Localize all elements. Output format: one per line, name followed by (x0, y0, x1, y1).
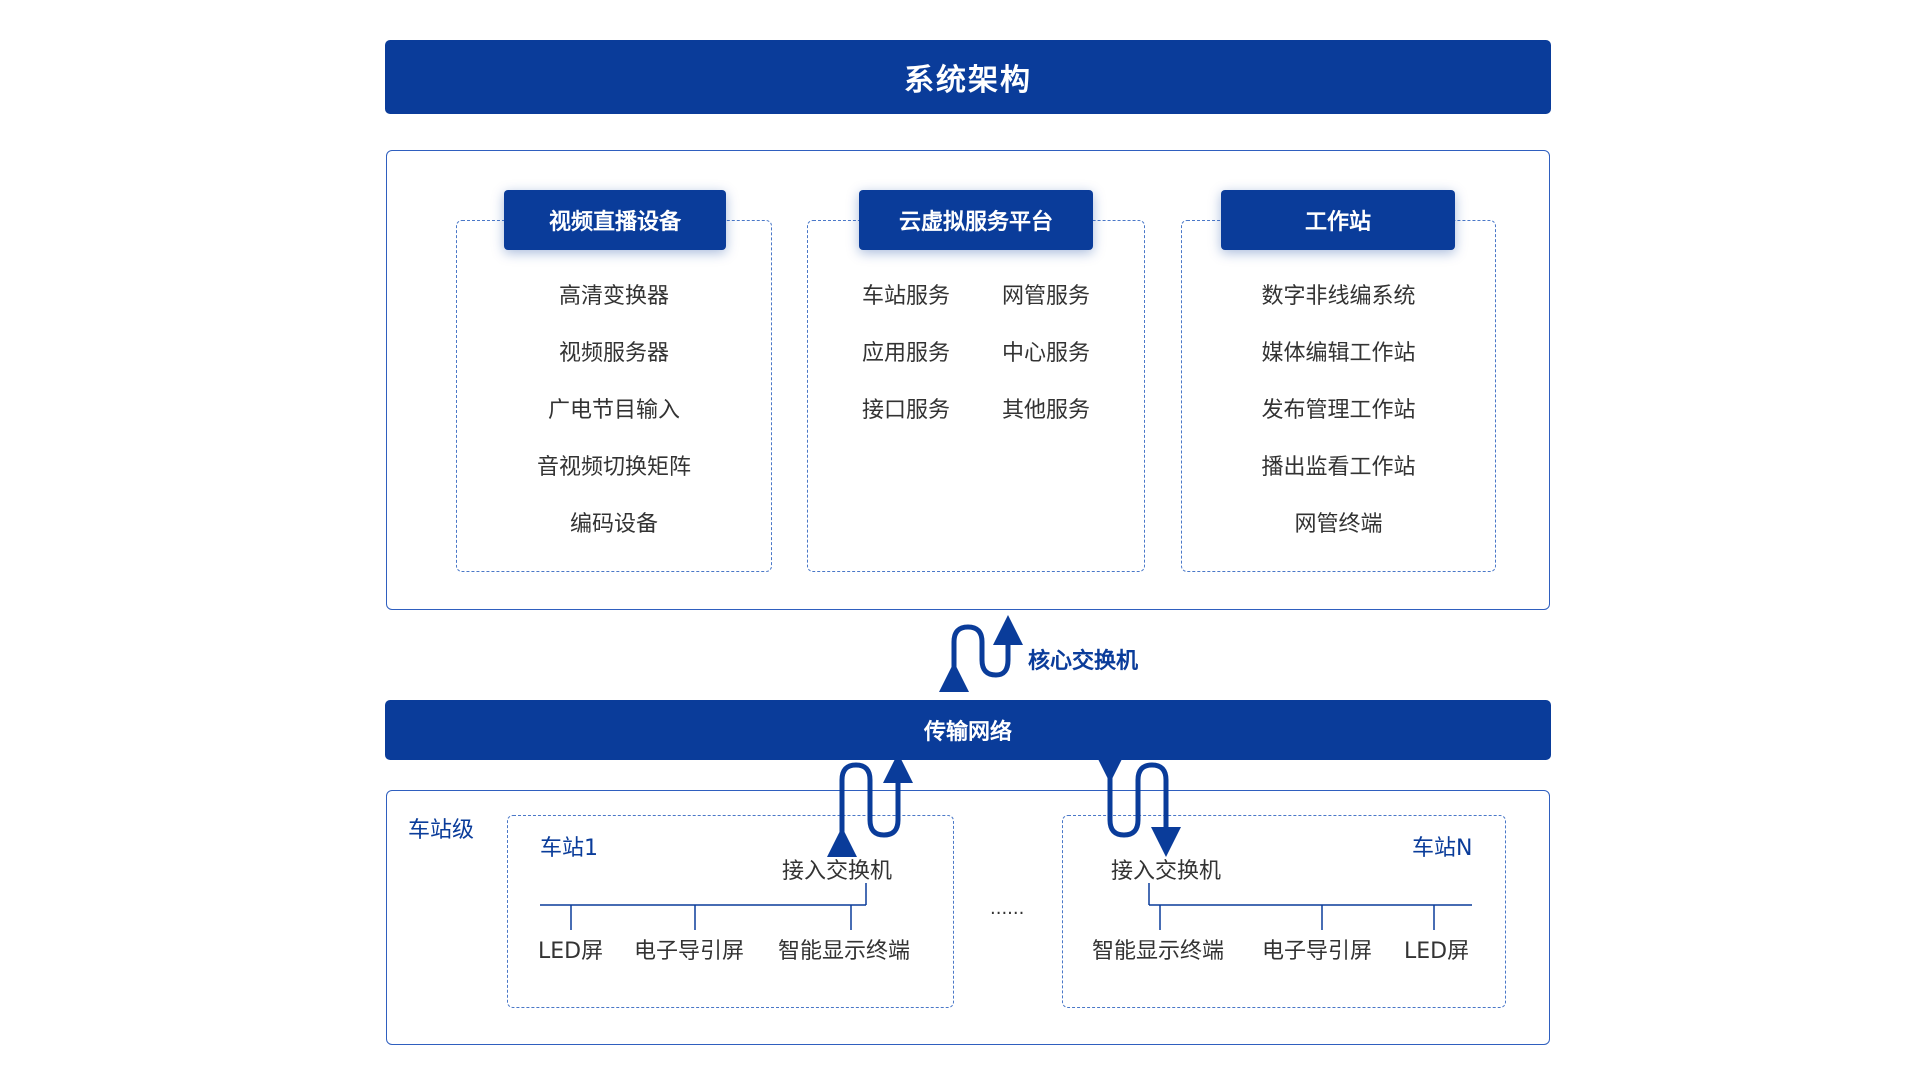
list-item: 播出监看工作站 (1261, 455, 1416, 480)
station-level-label: 车站级 (408, 818, 475, 843)
station-n-device-smart-terminal: 智能显示终端 (1092, 939, 1225, 964)
video-live-devices-header: 视频直播设备 (504, 190, 726, 250)
station-n-device-led: LED屏 (1404, 939, 1470, 964)
station-1-device-smart-terminal: 智能显示终端 (778, 939, 911, 964)
list-item: 中心服务 (1001, 341, 1090, 366)
list-item: 接口服务 (861, 398, 950, 423)
station-n-bus (1148, 883, 1472, 930)
list-item: 编码设备 (569, 512, 658, 537)
list-item: 发布管理工作站 (1261, 398, 1416, 423)
list-item: 车站服务 (861, 284, 950, 309)
list-item: 媒体编辑工作站 (1261, 341, 1416, 366)
station-1-name: 车站1 (540, 836, 598, 861)
station-n-access-switch: 接入交换机 (1111, 859, 1222, 884)
list-item: 视频服务器 (558, 341, 669, 366)
video-live-devices-list: 高清变换器 视频服务器 广电节目输入 音视频切换矩阵 编码设备 (456, 268, 772, 553)
core-switch-arrow-icon (939, 615, 1023, 692)
list-item: 数字非线编系统 (1261, 284, 1416, 309)
station-1-uplink-arrow-icon (827, 753, 913, 857)
cloud-platform-header: 云虚拟服务平台 (859, 190, 1093, 250)
station-n-uplink-arrow-icon (1095, 753, 1181, 857)
list-item: 广电节目输入 (547, 398, 680, 423)
station-n-name: 车站N (1412, 836, 1473, 861)
cloud-platform-list: 车站服务 网管服务 应用服务 中心服务 接口服务 其他服务 (836, 268, 1116, 439)
video-live-devices-panel (456, 220, 772, 572)
workstation-list: 数字非线编系统 媒体编辑工作站 发布管理工作站 播出监看工作站 网管终端 (1181, 268, 1496, 553)
list-item: 网管服务 (1001, 284, 1090, 309)
list-item: 应用服务 (861, 341, 950, 366)
workstation-panel (1181, 220, 1496, 572)
station-1-device-led: LED屏 (538, 939, 604, 964)
transport-network-bar: 传输网络 (385, 700, 1551, 760)
station-n-device-guide-screen: 电子导引屏 (1262, 939, 1373, 964)
list-item: 高清变换器 (558, 284, 669, 309)
station-1-bus (540, 883, 867, 930)
diagram-title: 系统架构 (385, 40, 1551, 114)
ellipsis: ...... (990, 898, 1025, 919)
station-1-device-guide-screen: 电子导引屏 (634, 939, 745, 964)
workstation-header: 工作站 (1221, 190, 1455, 250)
list-item: 其他服务 (1001, 398, 1090, 423)
station-1-panel (507, 815, 954, 1008)
station-1-access-switch: 接入交换机 (782, 859, 893, 884)
list-item: 网管终端 (1294, 512, 1383, 537)
list-item: 音视频切换矩阵 (536, 455, 691, 480)
core-switch-label: 核心交换机 (1028, 649, 1139, 674)
